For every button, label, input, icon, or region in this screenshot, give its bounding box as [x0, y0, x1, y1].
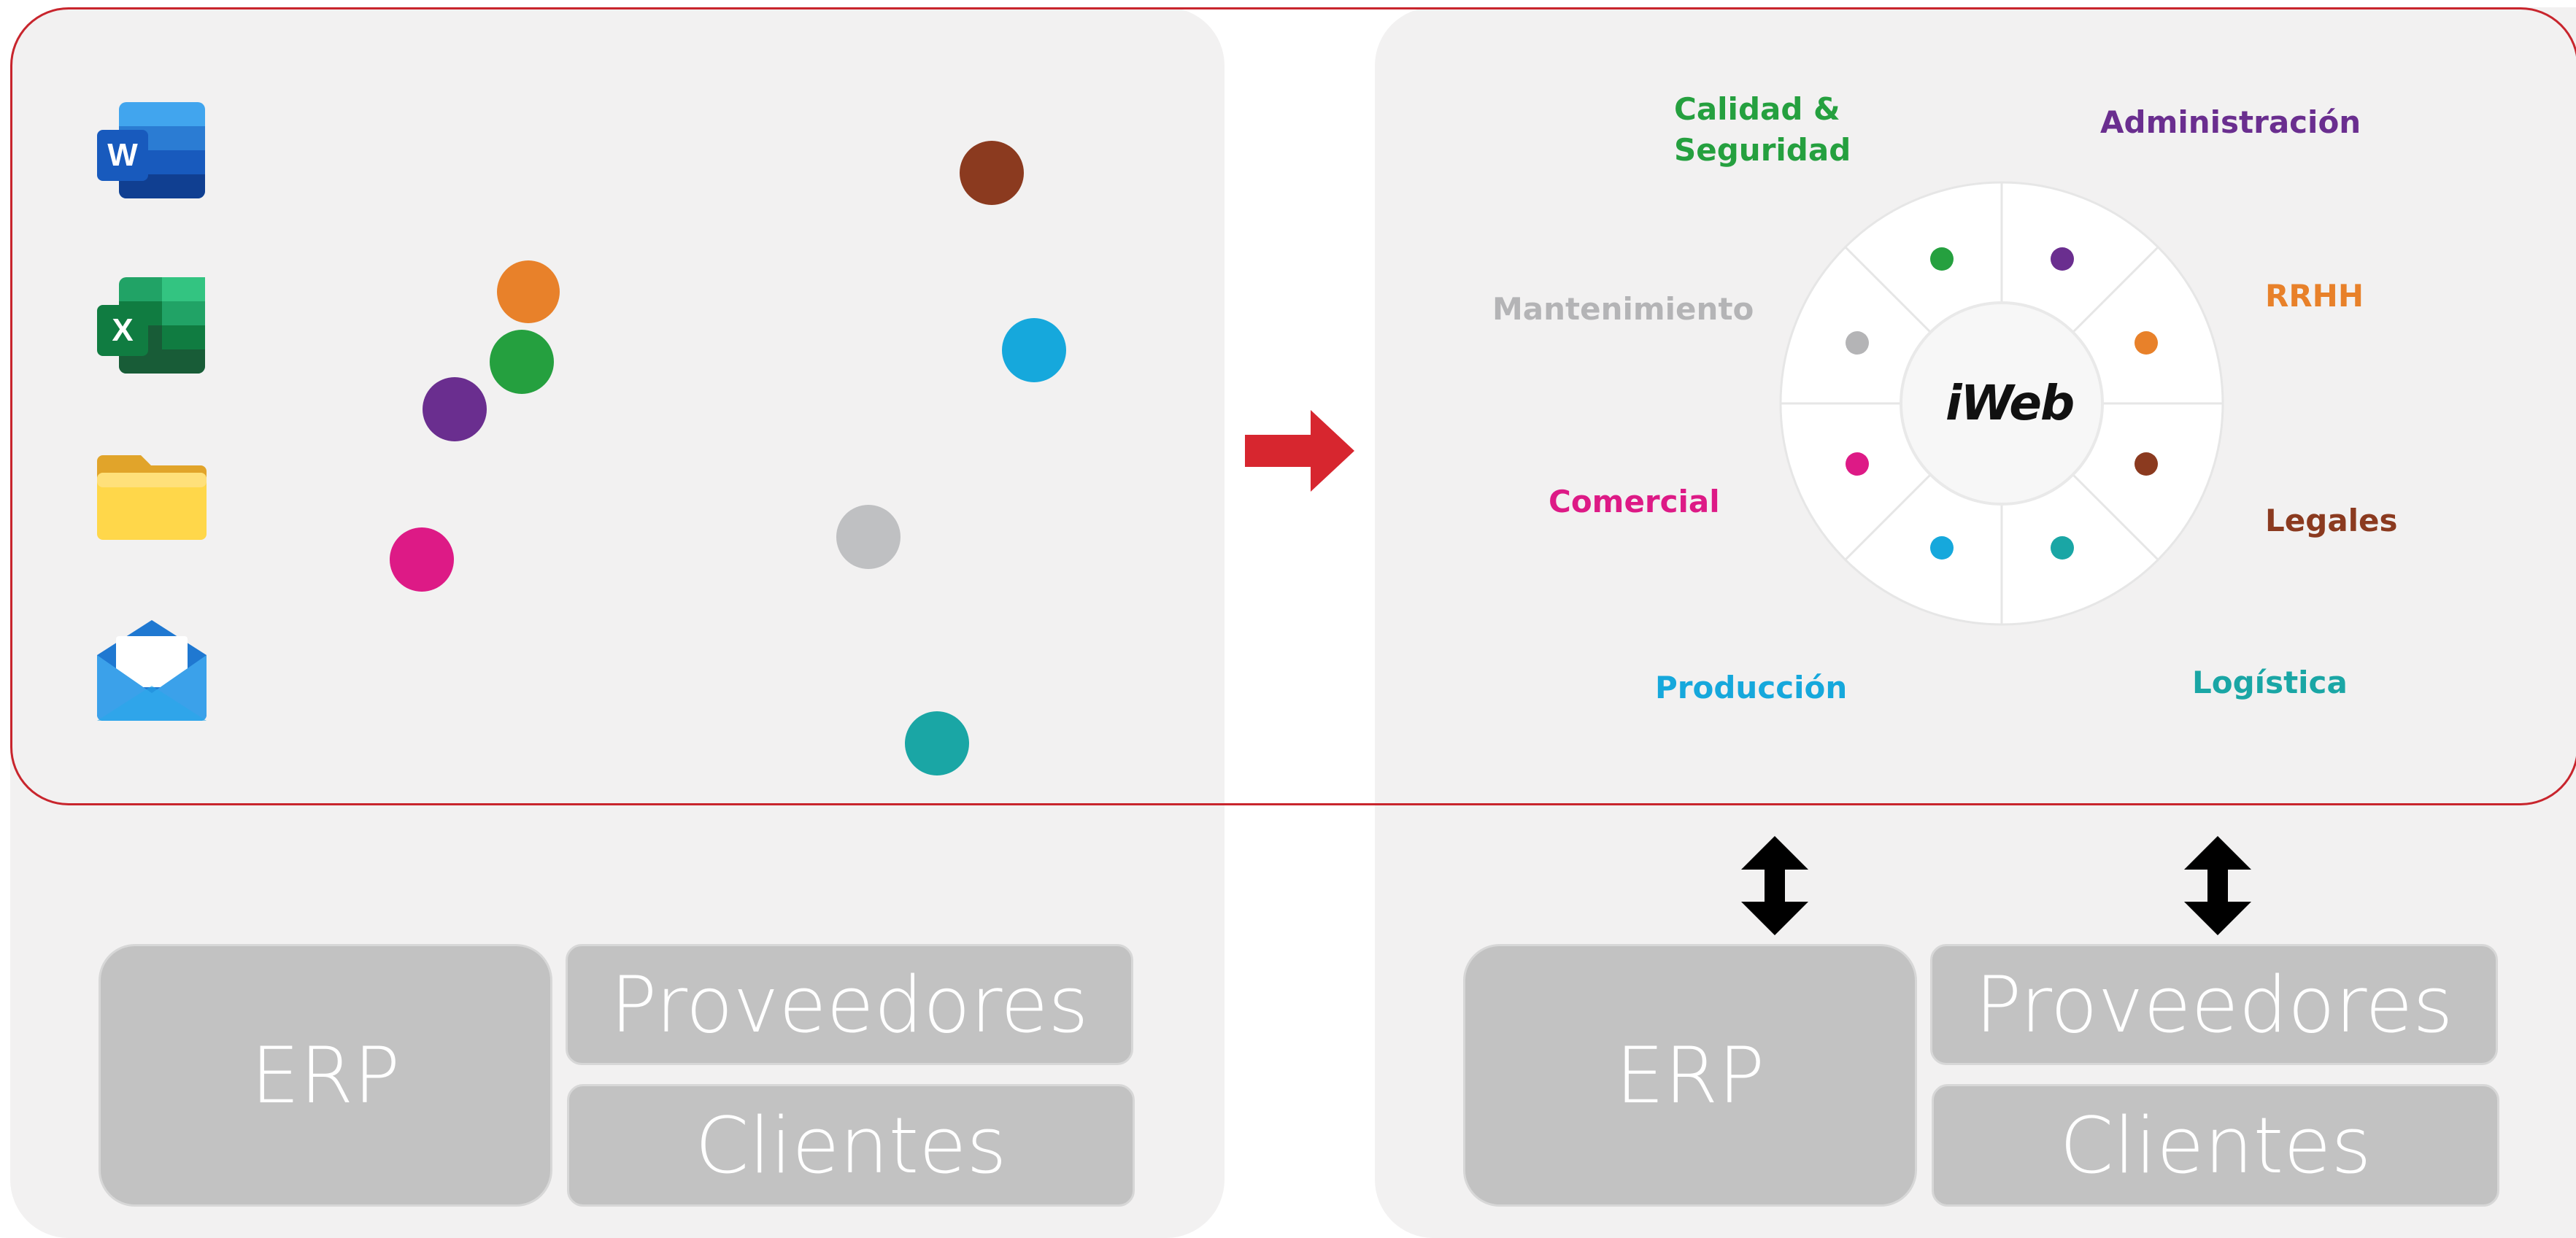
wheel-dot-maintenance: [1846, 331, 1869, 355]
dot-brown: [960, 141, 1024, 205]
dot-pink: [390, 527, 454, 592]
wheel-dot-sales: [1846, 452, 1869, 476]
mail-icon[interactable]: [97, 620, 207, 722]
wheel-dot-quality: [1930, 247, 1954, 271]
highlight-frame: [10, 7, 2576, 805]
suppliers-label: Proveedores: [610, 959, 1089, 1050]
suppliers-label-right: Proveedores: [1975, 959, 2453, 1050]
erp-box: ERP: [99, 944, 552, 1207]
erp-label-right: ERP: [1615, 1030, 1765, 1121]
clients-box-right: Clientes: [1932, 1084, 2499, 1207]
wheel-dot-admin: [2051, 247, 2074, 271]
dot-purple: [423, 377, 487, 441]
dot-orange: [497, 260, 560, 323]
erp-box-right: ERP: [1463, 944, 1917, 1207]
sync-arrow-erp: [1741, 836, 1808, 935]
dot-blue: [1002, 318, 1066, 382]
module-wheel: [1779, 181, 2224, 626]
erp-label: ERP: [250, 1030, 401, 1121]
word-letter: W: [107, 137, 138, 173]
wheel-dot-hr: [2135, 331, 2158, 355]
word-icon[interactable]: W: [97, 102, 207, 204]
category-production: Producción: [1655, 670, 1848, 705]
category-administration: Administración: [2100, 104, 2361, 140]
category-sales: Comercial: [1549, 484, 1720, 519]
sync-arrow-partners: [2184, 836, 2251, 935]
suppliers-box: Proveedores: [566, 944, 1133, 1065]
category-maintenance: Mantenimiento: [1492, 291, 1754, 327]
clients-box: Clientes: [567, 1084, 1135, 1207]
wheel-dot-logistics: [2051, 536, 2074, 560]
category-logistics: Logística: [2192, 665, 2348, 700]
logo-text: iWeb: [1946, 374, 2075, 431]
iweb-logo: iWeb: [1934, 374, 2075, 432]
excel-letter: X: [112, 312, 133, 348]
clients-label: Clientes: [695, 1100, 1007, 1191]
dot-green: [490, 330, 554, 394]
folder-icon[interactable]: [97, 454, 207, 556]
suppliers-box-right: Proveedores: [1930, 944, 2498, 1065]
category-legal: Legales: [2265, 503, 2398, 538]
wheel-dot-legal: [2135, 452, 2158, 476]
excel-icon[interactable]: X: [97, 277, 207, 379]
dot-gray: [836, 505, 901, 569]
transform-arrow: [1245, 410, 1354, 492]
category-quality: Calidad &Seguridad: [1674, 91, 1851, 168]
wheel-dot-production: [1930, 536, 1954, 560]
category-hr: RRHH: [2265, 278, 2364, 314]
clients-label-right: Clientes: [2059, 1100, 2372, 1191]
dot-teal: [905, 711, 969, 775]
